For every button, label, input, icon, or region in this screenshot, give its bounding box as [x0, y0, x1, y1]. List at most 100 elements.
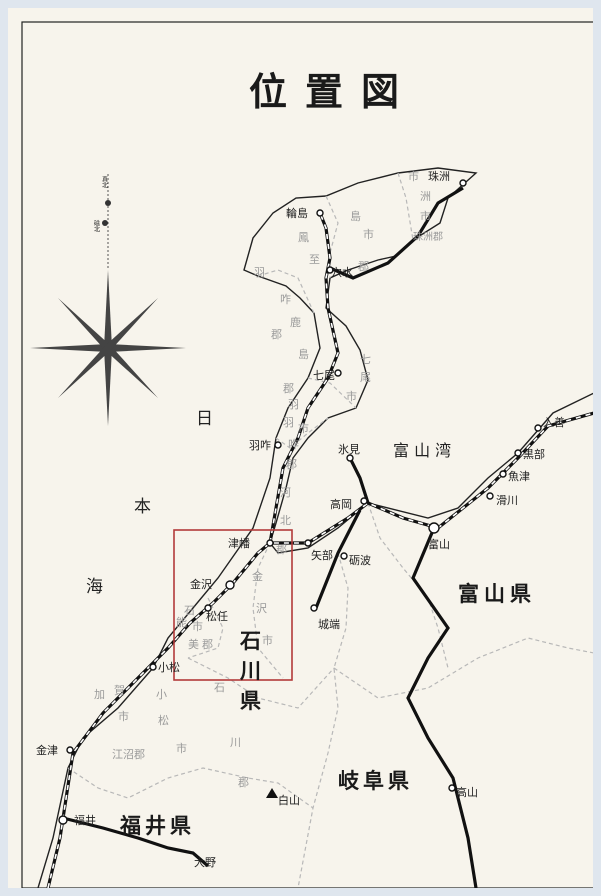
- city-kurobe: 黒部: [523, 447, 545, 461]
- district-wajima-2: 市: [363, 227, 374, 241]
- railway-johana: [314, 509, 362, 609]
- city-komatsu: 小松: [158, 660, 180, 674]
- mount-hakusan: 白山: [278, 793, 300, 807]
- district-ishikawa-2: 川: [230, 736, 241, 749]
- city-fukui: 福井: [74, 813, 96, 827]
- city-matto: 松任: [206, 609, 228, 623]
- compass-rose-icon: [30, 173, 186, 426]
- sea-label-nichi: 日: [196, 409, 213, 429]
- district-fugeshi-1: 鳳: [298, 231, 309, 244]
- district-fugeshi-3: 郡: [358, 260, 369, 273]
- railway-noto: [329, 186, 464, 280]
- city-jobana: 城端: [318, 618, 340, 631]
- district-kashima-2: 島: [298, 347, 309, 361]
- district-hakui-gun-1: 羽: [254, 266, 265, 279]
- district-nanao-2: 尾: [360, 371, 371, 384]
- district-hakui-city-2: 市: [298, 421, 309, 435]
- district-fugeshi-2: 至: [309, 253, 320, 266]
- district-kashima-1: 鹿: [290, 315, 301, 329]
- district-suzu-1: 洲: [420, 190, 431, 203]
- toyama-pref-label: 富山県: [458, 582, 536, 606]
- city-nyuzen: 入善: [543, 415, 565, 429]
- district-suzu-2: 市: [420, 209, 431, 223]
- boundary: [333, 637, 593, 699]
- district-ishikawa-1: 石: [214, 681, 225, 694]
- district-hakui-city-1: 羽: [288, 398, 299, 411]
- district-kanazawa-3: 市: [262, 633, 273, 647]
- city-kanazawa: 金沢: [190, 577, 212, 591]
- true-north-label: 真北: [101, 175, 108, 189]
- district-kaga-2: 賀: [114, 684, 125, 697]
- district-nomi-2: 美: [188, 638, 199, 651]
- district-kahoku-2: 北: [280, 514, 291, 527]
- toyama-bay-label: 富 山 湾: [393, 441, 451, 460]
- study-area-box: [173, 529, 293, 681]
- city-himi: 氷見: [338, 443, 360, 456]
- city-nanao: 七尾: [313, 369, 335, 382]
- district-komatsu-3: 市: [176, 741, 187, 755]
- city-ono: 大野: [194, 855, 216, 869]
- city-kanazu: 金津: [36, 743, 58, 757]
- district-wajima-1: 島: [350, 209, 361, 223]
- coastline: [37, 167, 593, 888]
- city-tonami: 砺波: [349, 554, 371, 567]
- city-wajima: 輪島: [286, 206, 308, 220]
- district-hakui-gun2-2: 咋: [288, 437, 299, 451]
- city-tsubata: 津幡: [228, 536, 250, 550]
- district-kaga-1: 加: [94, 688, 105, 701]
- district-nanao-1: 七: [360, 353, 371, 366]
- district-enuma: 江沼郡: [112, 747, 145, 761]
- ishikawa-label-1: 石: [239, 629, 261, 653]
- station-markers: [58, 179, 542, 825]
- district-kanazawa-2: 沢: [256, 601, 267, 615]
- railway-etsumi: [62, 816, 210, 868]
- district-suzu-3: 珠洲郡: [413, 230, 443, 243]
- city-takaoka: 高岡: [330, 497, 352, 511]
- district-nanao-3: 市: [346, 389, 357, 403]
- city-uozu: 魚津: [508, 470, 530, 483]
- district-nomi-1: 能: [176, 615, 187, 629]
- fukui-pref-label: 福井県: [119, 814, 195, 838]
- district-kaga-3: 市: [118, 709, 129, 723]
- boundary: [397, 172, 414, 241]
- boundary: [297, 552, 349, 888]
- railway-track: [269, 212, 339, 544]
- district-hakui-gun-3: 郡: [271, 328, 282, 341]
- boundary: [67, 767, 314, 809]
- railway-himi: [348, 457, 370, 504]
- magnetic-north-label: 磁北: [93, 219, 100, 233]
- boundary: [307, 377, 357, 409]
- district-komatsu-1: 小: [156, 688, 167, 701]
- district-nomi-3: 郡: [202, 638, 213, 651]
- ishikawa-label-2: 川: [239, 659, 261, 683]
- city-namerikawa: 滑川: [496, 494, 518, 507]
- city-toyama: 富山: [428, 537, 450, 551]
- district-kahoku-1: 河: [280, 486, 291, 499]
- sea-label-hon: 本: [134, 497, 151, 517]
- city-takayama: 高山: [456, 785, 478, 799]
- district-nomi-5: 市: [192, 619, 203, 633]
- district-kanazawa-1: 金: [252, 569, 263, 583]
- boundary: [187, 597, 224, 659]
- district-hakui-gun2-1: 羽: [283, 416, 294, 429]
- district-kashima-3: 郡: [283, 382, 294, 395]
- boundary: [257, 269, 315, 314]
- map-frame: [21, 21, 593, 888]
- district-ishikawa-3: 郡: [238, 776, 249, 789]
- district-suzu-city: 市: [408, 169, 419, 183]
- boundary: [252, 542, 284, 679]
- district-kahoku-3: 郡: [276, 543, 287, 556]
- district-komatsu-2: 松: [158, 713, 169, 727]
- city-yabe: 矢部: [311, 548, 333, 562]
- city-anamizu: 穴水: [331, 265, 353, 279]
- ishikawa-label-3: 県: [240, 689, 261, 713]
- district-nomi-4: 石: [184, 604, 195, 617]
- railway-track: [47, 412, 593, 888]
- map-page: 位置図 真北 磁北: [8, 8, 593, 888]
- sea-label-kai: 海: [86, 577, 103, 597]
- city-hakui: 羽咋: [249, 438, 271, 452]
- district-hakui-gun-2: 咋: [280, 292, 291, 306]
- city-suzu: 珠洲: [428, 169, 450, 183]
- district-hakui-gun2-3: 郡: [286, 458, 297, 471]
- gifu-pref-label: 岐阜県: [338, 769, 413, 793]
